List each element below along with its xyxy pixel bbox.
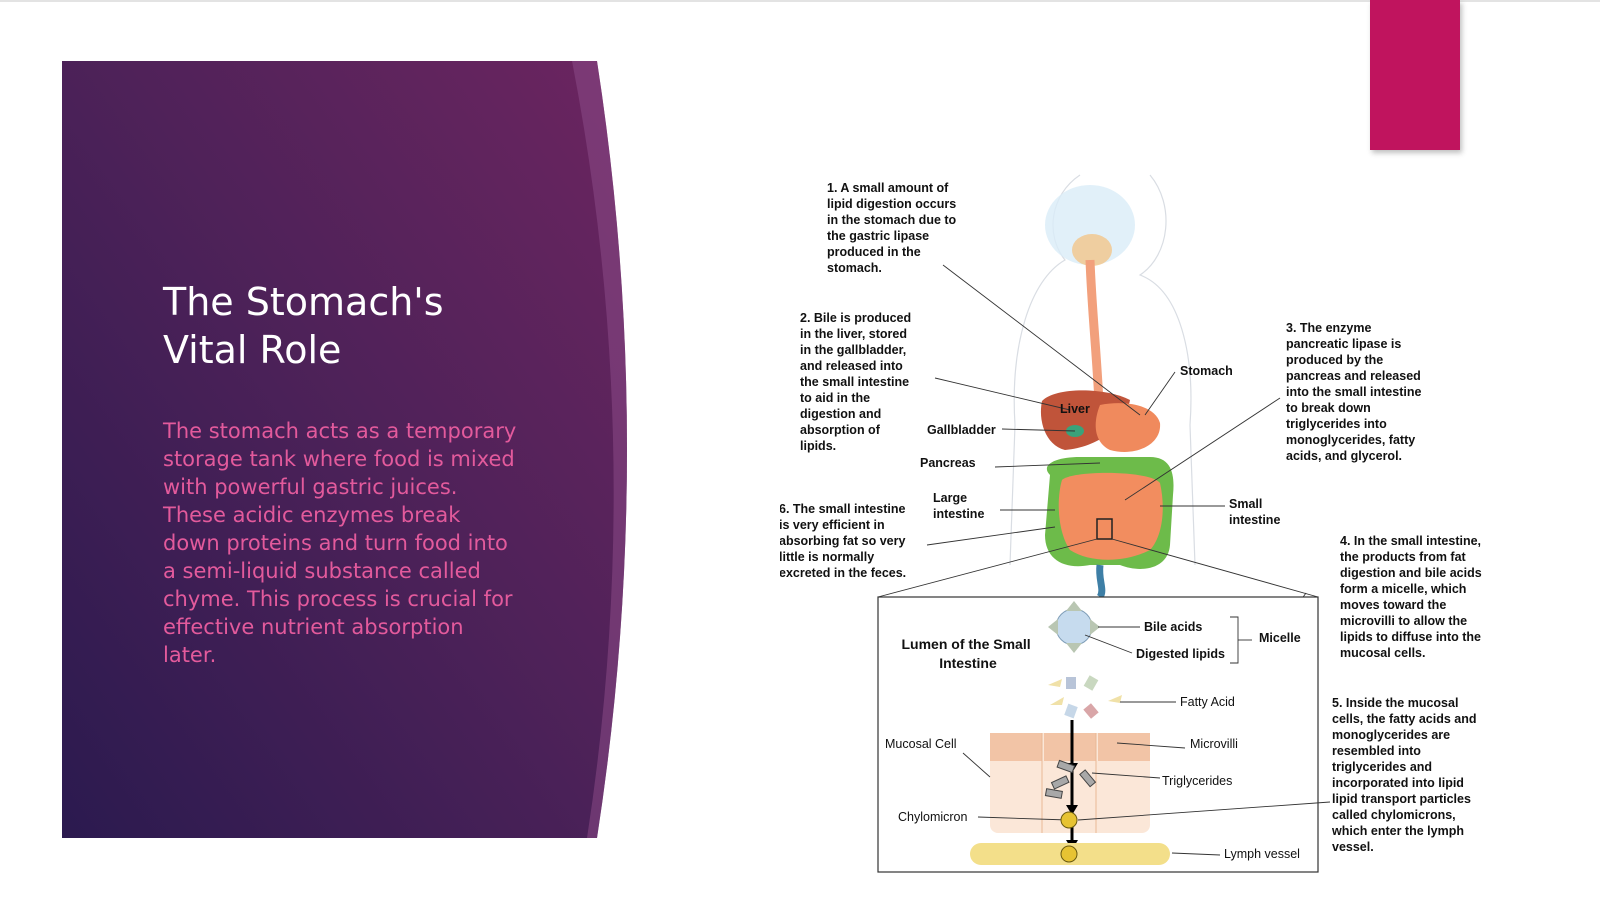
title-line-2: Vital Role [163, 328, 342, 372]
label-small-intestine: Small intestine [1229, 497, 1280, 527]
note-4-text: 4. In the small intestine, the products … [1340, 534, 1485, 660]
label-microvilli: Microvilli [1190, 737, 1238, 751]
lipid-digestion-diagram: 1. A small amount of lipid digestion occ… [780, 174, 1485, 873]
micelle-shape [1048, 601, 1100, 653]
rectum [1096, 564, 1106, 600]
label-micelle: Micelle [1259, 631, 1301, 645]
head-illustration [1045, 185, 1135, 266]
label-chylomicron: Chylomicron [898, 810, 968, 824]
slide-body-text: The stomach acts as a temporary storage … [163, 419, 517, 667]
title-line-1: The Stomach's [163, 280, 444, 324]
label-lymph-vessel: Lymph vessel [1224, 847, 1300, 861]
micelle-leaders [1084, 616, 1252, 664]
cell-leaders [962, 742, 1331, 856]
label-triglycerides: Triglycerides [1162, 774, 1232, 788]
label-fatty-acid: Fatty Acid [1180, 695, 1235, 709]
label-mucosal-cell: Mucosal Cell [885, 737, 957, 751]
note-6-text: 6. The small intestine is very efficient… [780, 502, 909, 580]
label-large-intestine: Large intestine [933, 491, 984, 521]
chylomicron-in-lymph [1060, 845, 1078, 863]
triglyceride-particles [1044, 759, 1097, 799]
label-liver: Liver [1060, 402, 1090, 416]
note-3-text: 3. The enzyme pancreatic lipase is produ… [1286, 321, 1425, 463]
title-panel [62, 61, 652, 838]
small-intestine-organ [1058, 472, 1163, 560]
label-stomach: Stomach [1180, 364, 1233, 378]
mucosal-cells [990, 733, 1150, 833]
note-2-text: 2. Bile is produced in the liver, stored… [800, 311, 915, 453]
slide-title: The Stomach's Vital Role [163, 278, 583, 374]
label-bile-acids: Bile acids [1144, 620, 1202, 634]
zoom-region-box [1096, 518, 1113, 540]
fatty-acid-particles [1048, 675, 1122, 719]
note-1-text: 1. A small amount of lipid digestion occ… [827, 181, 960, 275]
top-border-line [0, 0, 1600, 2]
label-pancreas: Pancreas [920, 456, 976, 470]
label-gallbladder: Gallbladder [927, 423, 996, 437]
panel-background [62, 61, 627, 838]
chylomicron-particle [1060, 811, 1078, 829]
accent-bar [1370, 0, 1460, 150]
label-digested-lipids: Digested lipids [1136, 647, 1225, 661]
stomach-organ [1095, 403, 1161, 452]
note-5-text: 5. Inside the mucosal cells, the fatty a… [1331, 696, 1480, 854]
lumen-title: Lumen of the Small Intestine [901, 636, 1034, 671]
leader-lines [877, 264, 1319, 626]
